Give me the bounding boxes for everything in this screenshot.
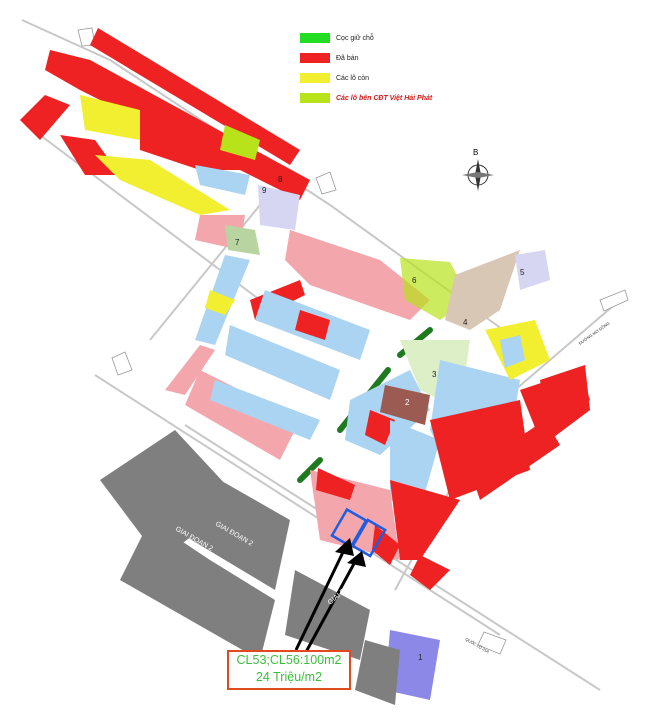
arrowhead-1 <box>335 538 354 556</box>
highlight-lots <box>330 507 387 558</box>
legend-label-deposit: Cọc giữ chỗ <box>336 34 374 42</box>
legend-row-available: Các lô còn <box>300 70 520 86</box>
road-arrow-west <box>111 351 133 376</box>
park-number-3: 3 <box>432 370 437 379</box>
legend-swatch-available <box>300 73 330 83</box>
map-legend: Cọc giữ chỗ Đã bán Các lô còn Các lô bên… <box>300 30 520 110</box>
legend-row-developer: Các lô bên CĐT Việt Hải Phát <box>300 90 520 106</box>
park-number-8: 8 <box>278 175 283 184</box>
park-number-4: 4 <box>463 318 468 327</box>
park-number-9: 9 <box>262 186 267 195</box>
parks <box>225 185 550 700</box>
compass-north-label: B <box>473 148 479 157</box>
legend-row-deposit: Cọc giữ chỗ <box>300 30 520 46</box>
legend-swatch-deposit <box>300 33 330 43</box>
legend-label-developer: Các lô bên CĐT Việt Hải Phát <box>336 94 433 102</box>
block-center-north <box>185 230 430 460</box>
legend-swatch-sold <box>300 53 330 63</box>
price-callout: CL53;CL56:100m2 24 Triệu/m2 <box>227 650 351 690</box>
block-northwest <box>20 28 310 215</box>
legend-row-sold: Đã bán <box>300 50 520 66</box>
park-number-5: 5 <box>520 268 525 277</box>
legend-label-sold: Đã bán <box>336 54 359 62</box>
arrowhead-2 <box>347 551 366 567</box>
block-east-strip <box>485 320 590 440</box>
compass-icon <box>462 159 494 191</box>
park-number-1: 1 <box>418 653 423 662</box>
callout-arrows <box>294 547 358 653</box>
legend-swatch-developer <box>300 93 330 103</box>
park-number-6: 6 <box>412 276 417 285</box>
legend-label-available: Các lô còn <box>336 74 370 82</box>
park-number-7: 7 <box>235 238 240 247</box>
callout-price: 24 Triệu/m2 <box>255 670 322 684</box>
road-arrow-northeast <box>599 289 629 312</box>
park-number-2: 2 <box>405 398 410 407</box>
callout-lots: CL53;CL56:100m2 <box>236 653 342 667</box>
road-arrow-top <box>315 171 337 195</box>
road-arrow-southeast <box>477 631 507 655</box>
block-west <box>165 215 250 395</box>
